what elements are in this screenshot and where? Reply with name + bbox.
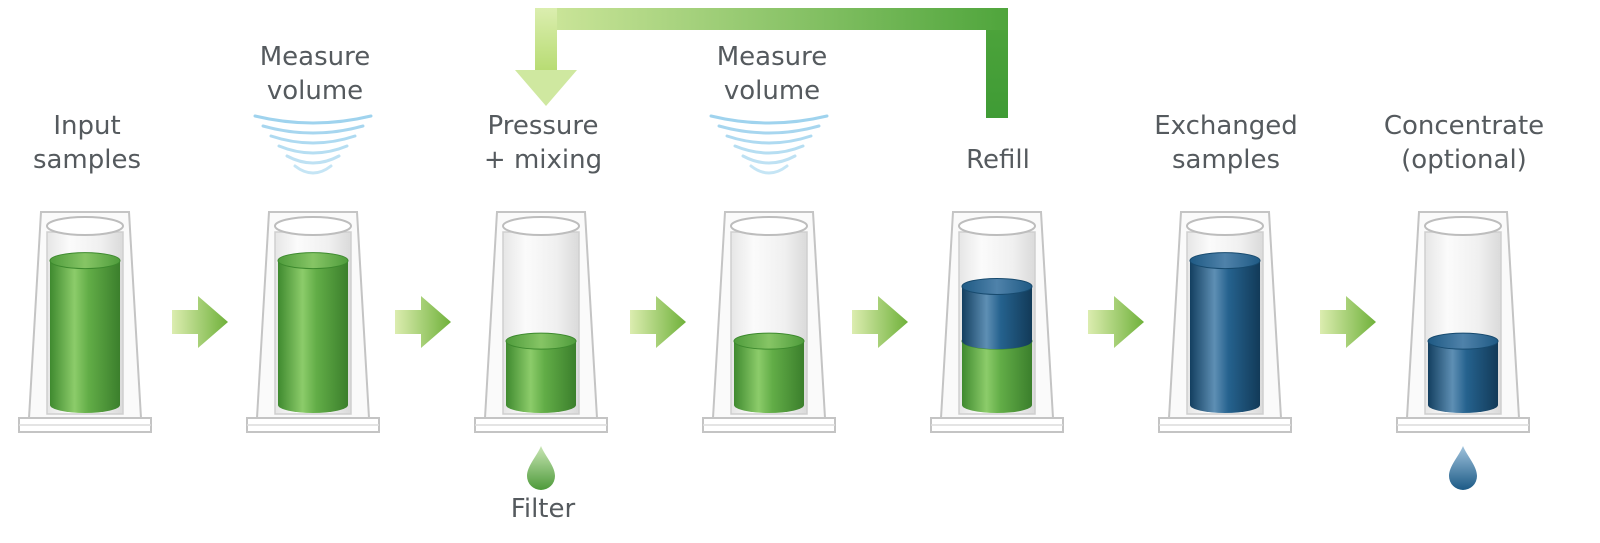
drop-icon	[527, 446, 555, 490]
step-arrow-icon	[172, 296, 228, 348]
label-line: Measure	[259, 42, 371, 72]
label-exchanged-samples: Exchanged samples	[1126, 109, 1326, 177]
wave-line	[733, 144, 805, 155]
measure-wave-icon	[709, 114, 829, 175]
step-arrow-icon	[852, 296, 908, 348]
label-refill: Refill	[898, 143, 1098, 177]
wave-line	[277, 144, 349, 155]
liquid-layer-green-body	[734, 341, 804, 413]
liquid-layer-green-surface	[505, 332, 577, 350]
label-pressure-mixing: Pressure + mixing	[443, 109, 643, 177]
holder-rim	[502, 216, 580, 236]
step-arrow-icon	[630, 296, 686, 348]
wave-line	[717, 124, 821, 135]
wave-line	[269, 134, 357, 145]
label-line: samples	[32, 145, 142, 175]
label-line: + mixing	[483, 145, 603, 175]
step-input-samples	[18, 211, 152, 433]
liquid-layer-green-body	[278, 260, 348, 413]
measure-wave-icon	[253, 114, 373, 175]
liquid-layer-blue-body	[1428, 341, 1498, 413]
liquid-layer-green-surface	[277, 252, 349, 270]
liquid-layer-blue-body	[962, 286, 1032, 350]
label-measure-volume-2: Measure volume	[672, 40, 872, 108]
loop-arrow-drop	[535, 8, 557, 70]
loop-arrow-riser	[986, 8, 1008, 118]
loop-arrow-head	[515, 70, 577, 106]
label-line: Input	[53, 111, 121, 141]
wave-line	[709, 114, 829, 125]
label-line: Pressure	[487, 111, 599, 141]
label-filter: Filter	[443, 492, 643, 526]
label-line: Filter	[510, 494, 576, 524]
holder-rim	[274, 216, 352, 236]
arrow-shape	[1320, 296, 1376, 348]
wave-line	[741, 154, 797, 165]
liquid-layer-blue-surface	[1189, 252, 1261, 270]
holder-rim	[958, 216, 1036, 236]
liquid-layer-blue-surface	[961, 277, 1033, 295]
label-line: volume	[723, 76, 821, 106]
liquid-layer-green-body	[506, 341, 576, 413]
label-line: Concentrate	[1383, 111, 1545, 141]
step-pressure-mixing	[474, 211, 608, 490]
wave-line	[253, 114, 373, 125]
step-measure-volume-1	[246, 114, 380, 433]
label-line: samples	[1171, 145, 1281, 175]
arrow-shape	[630, 296, 686, 348]
arrow-shape	[172, 296, 228, 348]
label-line: Measure	[716, 42, 828, 72]
step-concentrate	[1396, 211, 1530, 490]
arrow-shape	[395, 296, 451, 348]
wave-line	[725, 134, 813, 145]
loop-arrow	[515, 8, 1008, 118]
loop-arrow-bar	[535, 8, 1008, 30]
arrow-shape	[852, 296, 908, 348]
holder-rim	[46, 216, 124, 236]
label-line: Refill	[966, 145, 1030, 175]
liquid-layer-green-body	[962, 341, 1032, 413]
wave-line	[749, 164, 789, 175]
drop-icon	[1449, 446, 1477, 490]
liquid-layer-green-surface	[733, 332, 805, 350]
step-refill	[930, 211, 1064, 433]
step-exchanged-samples	[1158, 211, 1292, 433]
liquid-layer-green-surface	[49, 252, 121, 270]
step-measure-volume-2	[702, 114, 836, 433]
label-line: Exchanged	[1154, 111, 1298, 141]
liquid-layer-green-body	[50, 260, 120, 413]
label-measure-volume-1: Measure volume	[215, 40, 415, 108]
label-input-samples: Input samples	[0, 109, 187, 177]
step-arrow-icon	[395, 296, 451, 348]
wave-line	[285, 154, 341, 165]
step-arrow-icon	[1320, 296, 1376, 348]
liquid-layer-blue-surface	[1427, 332, 1499, 350]
wave-line	[261, 124, 365, 135]
arrow-shape	[1088, 296, 1144, 348]
holder-rim	[1424, 216, 1502, 236]
label-concentrate: Concentrate (optional)	[1364, 109, 1564, 177]
holder-rim	[730, 216, 808, 236]
liquid-layer-blue-body	[1190, 260, 1260, 413]
label-line: volume	[266, 76, 364, 106]
step-arrow-icon	[1088, 296, 1144, 348]
label-line: (optional)	[1401, 145, 1527, 175]
wave-line	[293, 164, 333, 175]
holder-rim	[1186, 216, 1264, 236]
